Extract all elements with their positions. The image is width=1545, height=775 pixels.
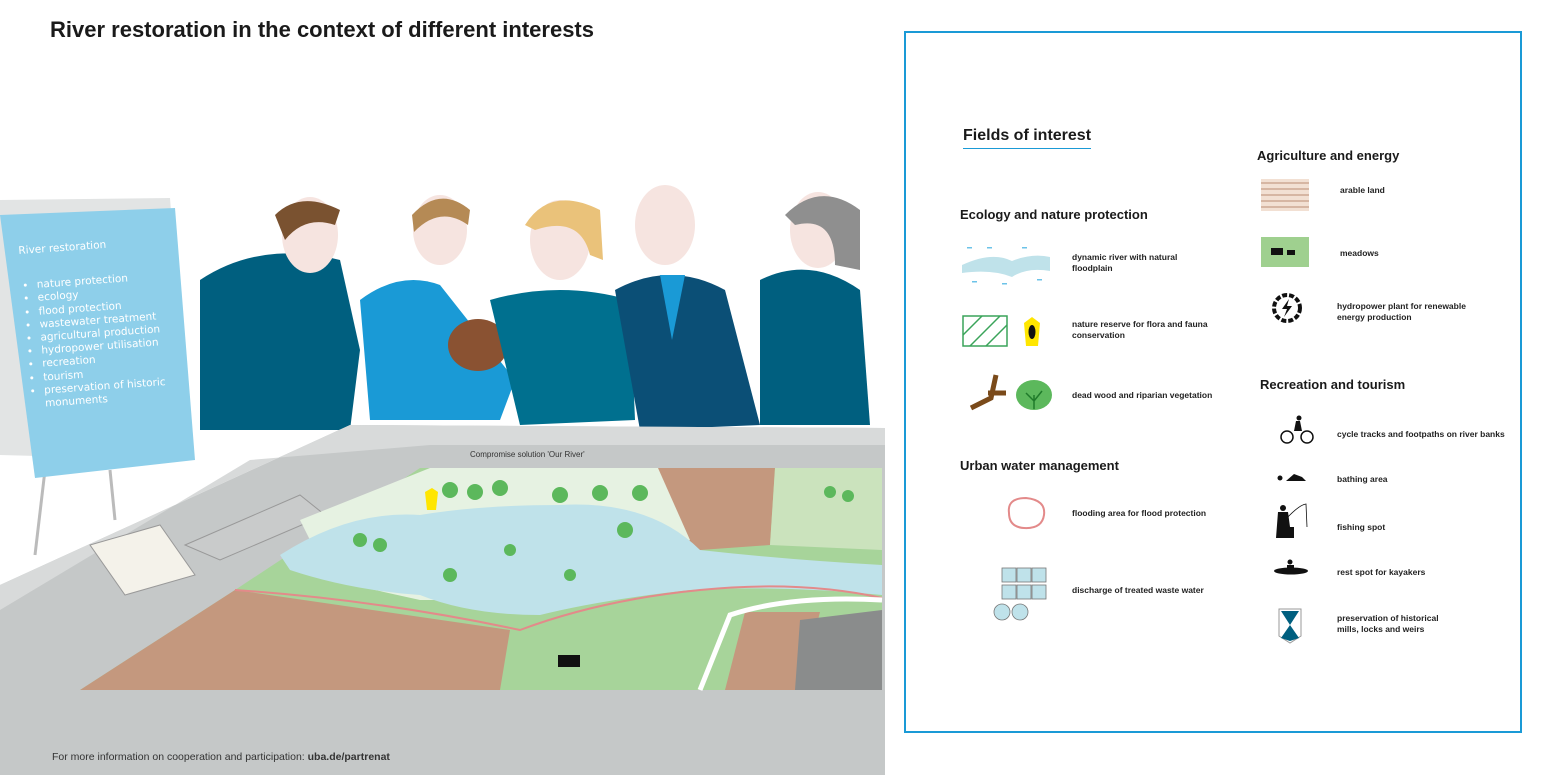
arable-field bbox=[80, 590, 510, 690]
flipchart-list: nature protection ecology flood protecti… bbox=[20, 268, 209, 412]
flipchart bbox=[0, 208, 195, 478]
legend-item-fishing: fishing spot bbox=[1337, 522, 1386, 532]
legend-panel: Fields of interest Ecology and nature pr… bbox=[904, 31, 1522, 733]
legend-item-nature-reserve: nature reserve for flora and fauna conse… bbox=[1072, 319, 1208, 340]
legend-item-hydropower: hydropower plant for renewable energy pr… bbox=[1337, 301, 1466, 322]
map-caption: Compromise solution 'Our River' bbox=[470, 450, 585, 459]
arable-land-icon bbox=[1261, 179, 1309, 211]
footer-link[interactable]: uba.de/partrenat bbox=[307, 751, 390, 763]
fishing-icon bbox=[1276, 503, 1308, 538]
papers bbox=[89, 524, 196, 596]
legend-item-cycle: cycle tracks and footpaths on river bank… bbox=[1337, 429, 1505, 439]
urban-heading: Urban water management bbox=[960, 458, 1119, 473]
legend-title: Fields of interest bbox=[963, 127, 1092, 149]
legend-item-river: dynamic river with natural floodplain bbox=[1072, 252, 1178, 273]
legend-item-preservation: preservation of historical mills, locks … bbox=[1337, 613, 1439, 634]
flipchart-text: River restoration nature protection ecol… bbox=[18, 232, 209, 411]
people bbox=[200, 185, 870, 430]
cow-icon bbox=[558, 655, 580, 667]
meadows-icon bbox=[1261, 237, 1309, 267]
wastewater-discharge-icon bbox=[993, 567, 1047, 621]
footer-text: For more information on cooperation and … bbox=[52, 751, 308, 763]
agriculture-heading: Agriculture and energy bbox=[1257, 148, 1400, 163]
legend-item-discharge: discharge of treated waste water bbox=[1072, 585, 1204, 595]
deadwood-vegetation-icon bbox=[969, 374, 1052, 411]
legend-item-meadows: meadows bbox=[1340, 248, 1379, 258]
kayak-icon bbox=[1274, 559, 1308, 575]
illustration bbox=[0, 185, 885, 775]
mill-lock-weir-icon bbox=[1278, 608, 1302, 644]
swimmer-icon bbox=[1277, 474, 1306, 481]
footer: For more information on cooperation and … bbox=[52, 751, 390, 763]
flood-dike bbox=[234, 585, 883, 632]
page-title: River restoration in the context of diff… bbox=[50, 17, 594, 42]
ecology-heading: Ecology and nature protection bbox=[960, 207, 1148, 222]
town bbox=[795, 610, 882, 690]
legend-item-kayak: rest spot for kayakers bbox=[1337, 567, 1426, 577]
hydropower-icon bbox=[1272, 293, 1302, 323]
flooding-area-icon bbox=[1007, 496, 1046, 530]
recreation-heading: Recreation and tourism bbox=[1260, 377, 1406, 392]
nature-reserve-icon bbox=[962, 315, 1040, 347]
legend-item-deadwood: dead wood and riparian vegetation bbox=[1072, 390, 1213, 400]
legend-item-arable: arable land bbox=[1340, 185, 1385, 195]
legend-item-flooding: flooding area for flood protection bbox=[1072, 508, 1207, 518]
river-floodplain-icon bbox=[962, 247, 1050, 285]
river-map bbox=[80, 468, 883, 691]
legend-item-bathing: bathing area bbox=[1337, 474, 1388, 484]
cyclist-icon bbox=[1280, 415, 1314, 444]
